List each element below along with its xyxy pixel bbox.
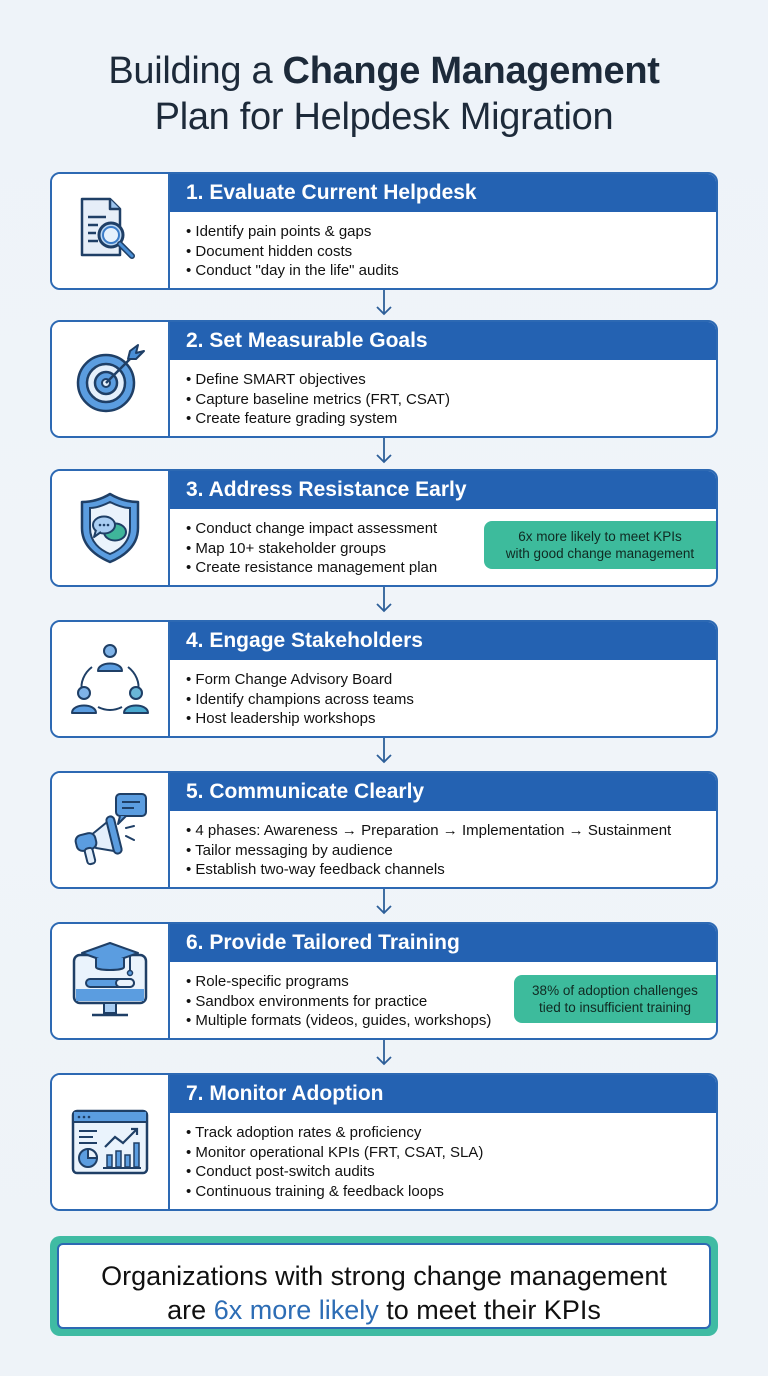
step-2-bullets: Define SMART objectives Capture baseline…	[186, 370, 450, 429]
page-title: Building a Change Management Plan for He…	[0, 48, 768, 140]
stakeholders-icon	[71, 644, 149, 714]
step-1-bullets: Identify pain points & gaps Document hid…	[186, 222, 399, 281]
bullet: Create resistance management plan	[186, 558, 437, 578]
step-5-title: 5. Communicate Clearly	[170, 773, 716, 811]
bullet: Sandbox environments for practice	[186, 992, 491, 1012]
document-search-icon	[80, 197, 135, 259]
bullet: Track adoption rates & proficiency	[186, 1123, 483, 1143]
down-arrow-icon	[376, 438, 392, 464]
step-4-bullets: Form Change Advisory Board Identify cham…	[186, 670, 414, 729]
step-3-title: 3. Address Resistance Early	[170, 471, 716, 509]
bullet: Establish two-way feedback channels	[186, 860, 671, 880]
step-6-bullets: Role-specific programs Sandbox environme…	[186, 972, 491, 1031]
bullet: Host leadership workshops	[186, 709, 414, 729]
bullet: Identify champions across teams	[186, 690, 413, 710]
bullet: Define SMART objectives	[186, 370, 450, 390]
footer-line1: Organizations with strong change managem…	[101, 1261, 667, 1291]
badge-line: 6x more likely to meet KPIs	[518, 529, 682, 544]
bullet: Conduct "day in the life" audits	[186, 261, 398, 281]
step-2-icon-cell	[52, 322, 170, 436]
bullet: Create feature grading system	[186, 409, 450, 429]
badge-line: tied to insufficient training	[538, 1000, 692, 1015]
badge-line: 38% of adoption challenges	[532, 983, 698, 998]
title-bold: Change Management	[282, 50, 660, 92]
step-7-bullets: Track adoption rates & proficiency Monit…	[186, 1123, 483, 1201]
stat-badge: 38% of adoption challenges tied to insuf…	[514, 975, 716, 1023]
bullet: Multiple formats (videos, guides, worksh…	[186, 1011, 491, 1031]
step-5-icon-cell	[52, 773, 170, 887]
bullet: Role-specific programs	[186, 972, 491, 992]
target-icon	[76, 344, 145, 413]
bullet: Document hidden costs	[186, 242, 399, 262]
bullet: Tailor messaging by audience	[186, 841, 671, 861]
footer-line2: are 6x more likely to meet their KPIs	[59, 1293, 709, 1327]
down-arrow-icon	[376, 587, 392, 613]
title-line2: Plan for Helpdesk Migration	[154, 96, 614, 138]
shield-chat-icon	[80, 492, 140, 564]
footer-callout-text: Organizations with strong change managem…	[57, 1243, 711, 1329]
step-3-bullets: Conduct change impact assessment Map 10+…	[186, 519, 437, 578]
footer-prefix: are	[167, 1295, 214, 1325]
training-monitor-icon	[72, 942, 148, 1017]
down-arrow-icon	[376, 1040, 392, 1066]
dashboard-chart-icon	[71, 1109, 149, 1175]
step-2-title: 2. Set Measurable Goals	[170, 322, 716, 360]
bullet: Continuous training & feedback loops	[186, 1182, 483, 1202]
step-6-title: 6. Provide Tailored Training	[170, 924, 716, 962]
step-6-card: 6. Provide Tailored Training Role-specif…	[50, 922, 718, 1040]
step-4-card: 4. Engage Stakeholders Form Change Advis…	[50, 620, 718, 738]
step-7-card: 7. Monitor Adoption Track adoption rates…	[50, 1073, 718, 1211]
footer-suffix: to meet their KPIs	[378, 1295, 601, 1325]
bullet: Capture baseline metrics (FRT, CSAT)	[186, 390, 450, 410]
step-1-card: 1. Evaluate Current Helpdesk Identify pa…	[50, 172, 718, 290]
bullet: Conduct change impact assessment	[186, 519, 437, 539]
step-7-title: 7. Monitor Adoption	[170, 1075, 716, 1113]
down-arrow-icon	[376, 290, 392, 316]
step-5-card: 5. Communicate Clearly 4 phases: Awarene…	[50, 771, 718, 889]
step-3-card: 3. Address Resistance Early Conduct chan…	[50, 469, 718, 587]
step-2-card: 2. Set Measurable Goals Define SMART obj…	[50, 320, 718, 438]
bullet: Monitor operational KPIs (FRT, CSAT, SLA…	[186, 1143, 483, 1163]
down-arrow-icon	[376, 889, 392, 915]
step-6-icon-cell	[52, 924, 170, 1038]
step-4-title: 4. Engage Stakeholders	[170, 622, 716, 660]
bullet: Identify pain points & gaps	[186, 222, 399, 242]
step-1-title: 1. Evaluate Current Helpdesk	[170, 174, 716, 212]
bullet: Map 10+ stakeholder groups	[186, 539, 437, 559]
badge-line: with good change management	[505, 546, 695, 561]
megaphone-icon	[74, 793, 147, 866]
footer-highlight: 6x more likely	[213, 1295, 379, 1325]
step-3-icon-cell	[52, 471, 170, 585]
bullet: Form Change Advisory Board	[186, 670, 414, 690]
step-7-icon-cell	[52, 1075, 170, 1209]
step-1-icon-cell	[52, 174, 170, 288]
title-prefix: Building a	[108, 50, 283, 92]
stat-badge: 6x more likely to meet KPIs with good ch…	[484, 521, 716, 569]
bullet: Conduct post-switch audits	[186, 1162, 483, 1182]
bullet: 4 phases: Awareness → Preparation → Impl…	[186, 821, 671, 841]
step-4-icon-cell	[52, 622, 170, 736]
down-arrow-icon	[376, 738, 392, 764]
footer-callout: Organizations with strong change managem…	[50, 1236, 718, 1336]
step-5-bullets: 4 phases: Awareness → Preparation → Impl…	[186, 821, 671, 880]
